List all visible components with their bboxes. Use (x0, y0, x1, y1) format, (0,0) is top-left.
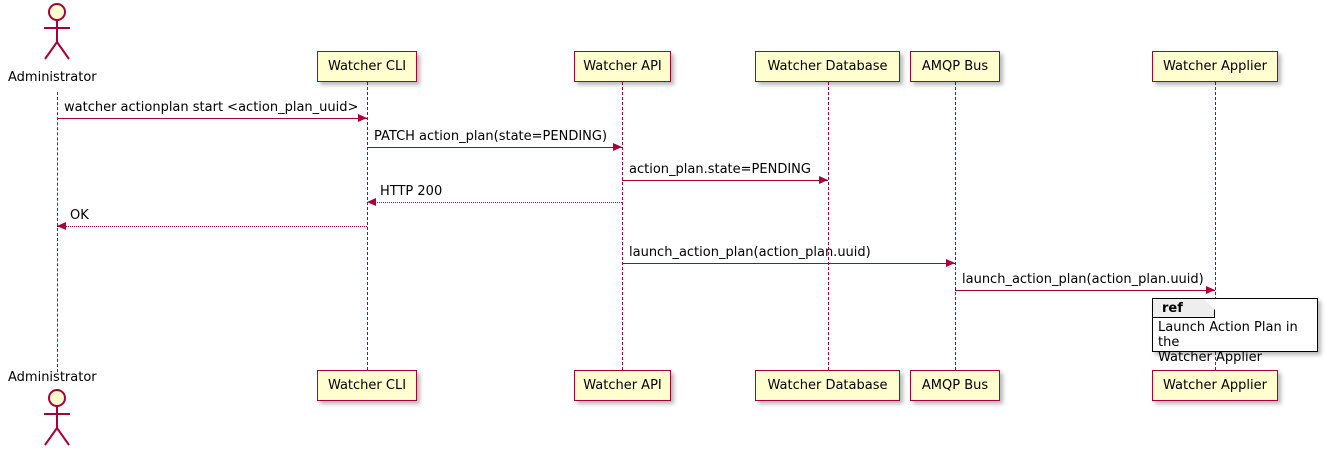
participant-label-amqp-bus: AMQP Bus (921, 59, 989, 74)
lifeline-watcher-api (622, 82, 623, 370)
lifeline-watcher-applier (1215, 82, 1216, 370)
lifeline-administrator (57, 92, 58, 372)
arrowhead-right-icon (819, 176, 828, 184)
lifeline-amqp-bus (955, 82, 956, 370)
actor-administrator-top (37, 2, 79, 68)
lifeline-watcher-database (828, 82, 829, 370)
actor-administrator-bottom (37, 388, 79, 454)
participant-box-watcher-database-bottom[interactable]: Watcher Database (755, 370, 900, 401)
message-line (955, 290, 1215, 291)
message-line (622, 263, 955, 264)
participant-label-watcher-database: Watcher Database (767, 378, 888, 393)
ref-fragment[interactable]: ref Launch Action Plan in the Watcher Ap… (1152, 298, 1318, 365)
lifeline-watcher-cli (367, 82, 368, 370)
participant-box-watcher-api-bottom[interactable]: Watcher API (574, 370, 671, 401)
arrowhead-right-icon (358, 114, 367, 122)
message-label: HTTP 200 (380, 184, 443, 199)
participant-box-watcher-cli-bottom[interactable]: Watcher CLI (317, 370, 417, 401)
participant-label-watcher-api: Watcher API (583, 378, 662, 393)
participant-box-watcher-cli-top[interactable]: Watcher CLI (317, 51, 417, 82)
message-label: PATCH action_plan(state=PENDING) (374, 129, 608, 144)
message-label: launch_action_plan(action_plan.uuid) (962, 272, 1204, 287)
arrowhead-right-icon (946, 259, 955, 267)
participant-label-watcher-applier: Watcher Applier (1163, 378, 1267, 393)
arrowhead-right-icon (1206, 286, 1215, 294)
actor-figure-icon (44, 389, 70, 446)
message-line (367, 202, 622, 203)
participant-label-watcher-cli: Watcher CLI (327, 378, 407, 393)
ref-fragment-header-label: ref (1162, 300, 1183, 316)
message-line (367, 147, 622, 148)
actor-figure-icon (44, 3, 70, 60)
participant-box-watcher-api-top[interactable]: Watcher API (574, 51, 671, 82)
arrowhead-left-icon (57, 222, 66, 230)
ref-fragment-header: ref (1153, 299, 1215, 318)
participant-box-amqp-bus-bottom[interactable]: AMQP Bus (910, 370, 1000, 401)
actor-label-administrator-top: Administrator (8, 70, 97, 85)
participant-label-watcher-cli: Watcher CLI (327, 59, 407, 74)
ref-fragment-text: Launch Action Plan in the Watcher Applie… (1158, 320, 1298, 365)
arrowhead-right-icon (613, 143, 622, 151)
participant-box-watcher-applier-top[interactable]: Watcher Applier (1152, 51, 1278, 82)
participant-label-watcher-database: Watcher Database (767, 59, 888, 74)
message-line (57, 226, 367, 227)
participant-box-watcher-database-top[interactable]: Watcher Database (755, 51, 900, 82)
arrowhead-left-icon (367, 198, 376, 206)
participant-box-amqp-bus-top[interactable]: AMQP Bus (910, 51, 1000, 82)
message-label: launch_action_plan(action_plan.uuid) (629, 245, 871, 260)
message-line (57, 118, 367, 119)
participant-label-amqp-bus: AMQP Bus (921, 378, 989, 393)
participant-label-watcher-applier: Watcher Applier (1163, 59, 1267, 74)
participant-box-watcher-applier-bottom[interactable]: Watcher Applier (1152, 370, 1278, 401)
participant-label-watcher-api: Watcher API (583, 59, 662, 74)
message-label: OK (70, 208, 89, 223)
message-line (622, 180, 828, 181)
message-label: action_plan.state=PENDING (629, 162, 811, 177)
message-label: watcher actionplan start <action_plan_uu… (64, 100, 359, 115)
actor-label-administrator-bottom: Administrator (8, 370, 97, 385)
